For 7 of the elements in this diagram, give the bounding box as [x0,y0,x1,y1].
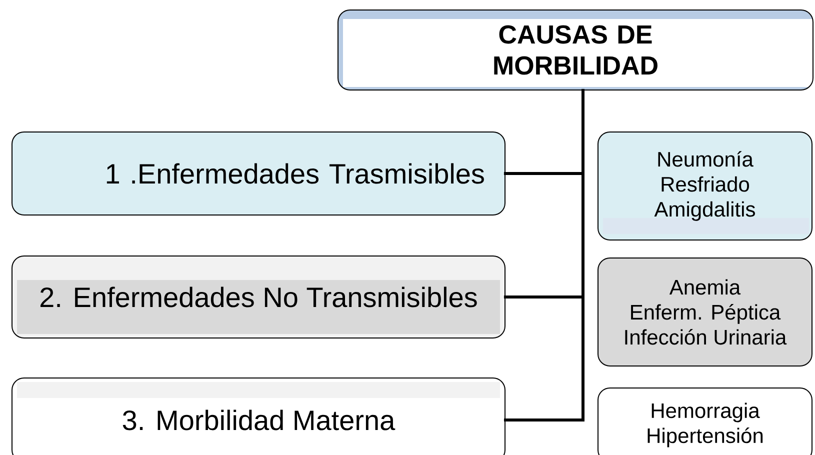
category-box: 2. Enfermedades No Transmisibles [12,255,506,338]
list-box: Hemorragia Hipertensión [598,387,812,455]
category-box: 1 .Enfermedades Trasmisibles [12,132,506,216]
list-box: Anemia Enferm. Péptica Infección Urinaria [598,258,812,366]
title-box: CAUSAS DE MORBILIDAD [338,10,814,90]
category-box: 3. Morbilidad Materna [12,377,506,455]
list-box: Neumonía Resfriado Amigdalitis [598,132,812,240]
